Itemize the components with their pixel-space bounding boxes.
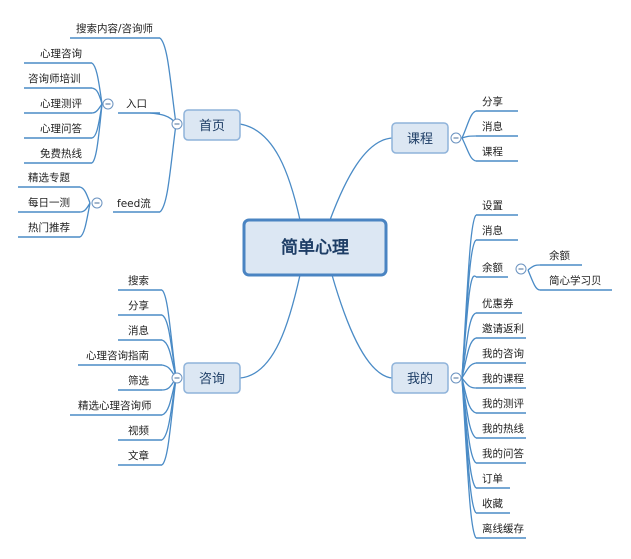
node-home-label: 首页	[199, 119, 225, 134]
mine-item[interactable]: 邀请返利	[482, 322, 524, 335]
node-mine-label: 我的	[407, 371, 433, 387]
entry-item[interactable]: 心理咨询	[40, 47, 82, 60]
mine-item[interactable]: 订单	[482, 473, 503, 485]
mine-item[interactable]: 我的测评	[482, 397, 524, 410]
root-label: 简单心理	[281, 237, 349, 258]
course-item[interactable]: 分享	[482, 95, 503, 108]
node-course-label: 课程	[407, 132, 433, 147]
mine-item[interactable]: 我的热线	[482, 422, 524, 435]
consult-item[interactable]: 心理咨询指南	[86, 349, 149, 362]
course-item[interactable]: 课程	[482, 146, 503, 158]
mine-item[interactable]: 余额	[482, 261, 503, 274]
node-home[interactable]: 首页	[183, 109, 241, 141]
collapse-toggle-mine[interactable]	[450, 372, 462, 384]
consult-item[interactable]: 文章	[128, 449, 149, 462]
collapse-toggle-consult[interactable]	[171, 372, 183, 384]
feed-item[interactable]: 每日一测	[28, 196, 70, 209]
consult-item[interactable]: 搜索	[128, 274, 149, 287]
root-node[interactable]: 简单心理	[242, 218, 388, 277]
collapse-toggle-balance[interactable]	[515, 263, 527, 275]
mine-item[interactable]: 消息	[482, 224, 503, 237]
balance-item[interactable]: 简心学习贝	[549, 274, 602, 287]
feed-item[interactable]: 热门推荐	[28, 221, 70, 234]
collapse-toggle-home[interactable]	[171, 118, 183, 130]
entry-item[interactable]: 免费热线	[40, 147, 82, 160]
node-course[interactable]: 课程	[391, 122, 449, 154]
collapse-toggle-course[interactable]	[450, 132, 462, 144]
mine-item[interactable]: 离线缓存	[482, 522, 524, 535]
node-consult[interactable]: 咨询	[183, 362, 241, 394]
node-mine[interactable]: 我的	[391, 362, 449, 394]
home-feed-label[interactable]: feed流	[117, 197, 151, 210]
branch-mine	[461, 214, 612, 539]
home-entry-label[interactable]: 入口	[126, 98, 147, 110]
consult-item[interactable]: 精选心理咨询师	[78, 399, 152, 412]
entry-item[interactable]: 咨询师培训	[28, 72, 81, 85]
mine-item[interactable]: 我的课程	[482, 372, 524, 385]
branch-consult	[70, 289, 177, 466]
consult-item[interactable]: 视频	[128, 424, 149, 437]
balance-item[interactable]: 余额	[549, 249, 570, 262]
node-consult-label: 咨询	[199, 372, 225, 387]
collapse-toggle-entry[interactable]	[102, 98, 114, 110]
mine-item[interactable]: 设置	[482, 200, 503, 212]
feed-item[interactable]: 精选专题	[28, 171, 70, 184]
home-search-label[interactable]: 搜索内容/咨询师	[76, 22, 153, 35]
consult-item[interactable]: 分享	[128, 299, 149, 312]
collapse-toggle-feed[interactable]	[91, 197, 103, 209]
mine-item[interactable]: 优惠券	[482, 297, 514, 310]
mine-item[interactable]: 我的问答	[482, 447, 524, 460]
mine-item[interactable]: 我的咨询	[482, 347, 524, 360]
entry-item[interactable]: 心理问答	[40, 122, 82, 135]
root-connectors	[239, 123, 393, 379]
consult-item[interactable]: 消息	[128, 324, 149, 337]
entry-item[interactable]: 心理测评	[40, 97, 82, 110]
branch-course	[461, 110, 518, 162]
course-item[interactable]: 消息	[482, 120, 503, 133]
mine-item[interactable]: 收藏	[482, 497, 503, 510]
consult-item[interactable]: 筛选	[128, 374, 149, 387]
